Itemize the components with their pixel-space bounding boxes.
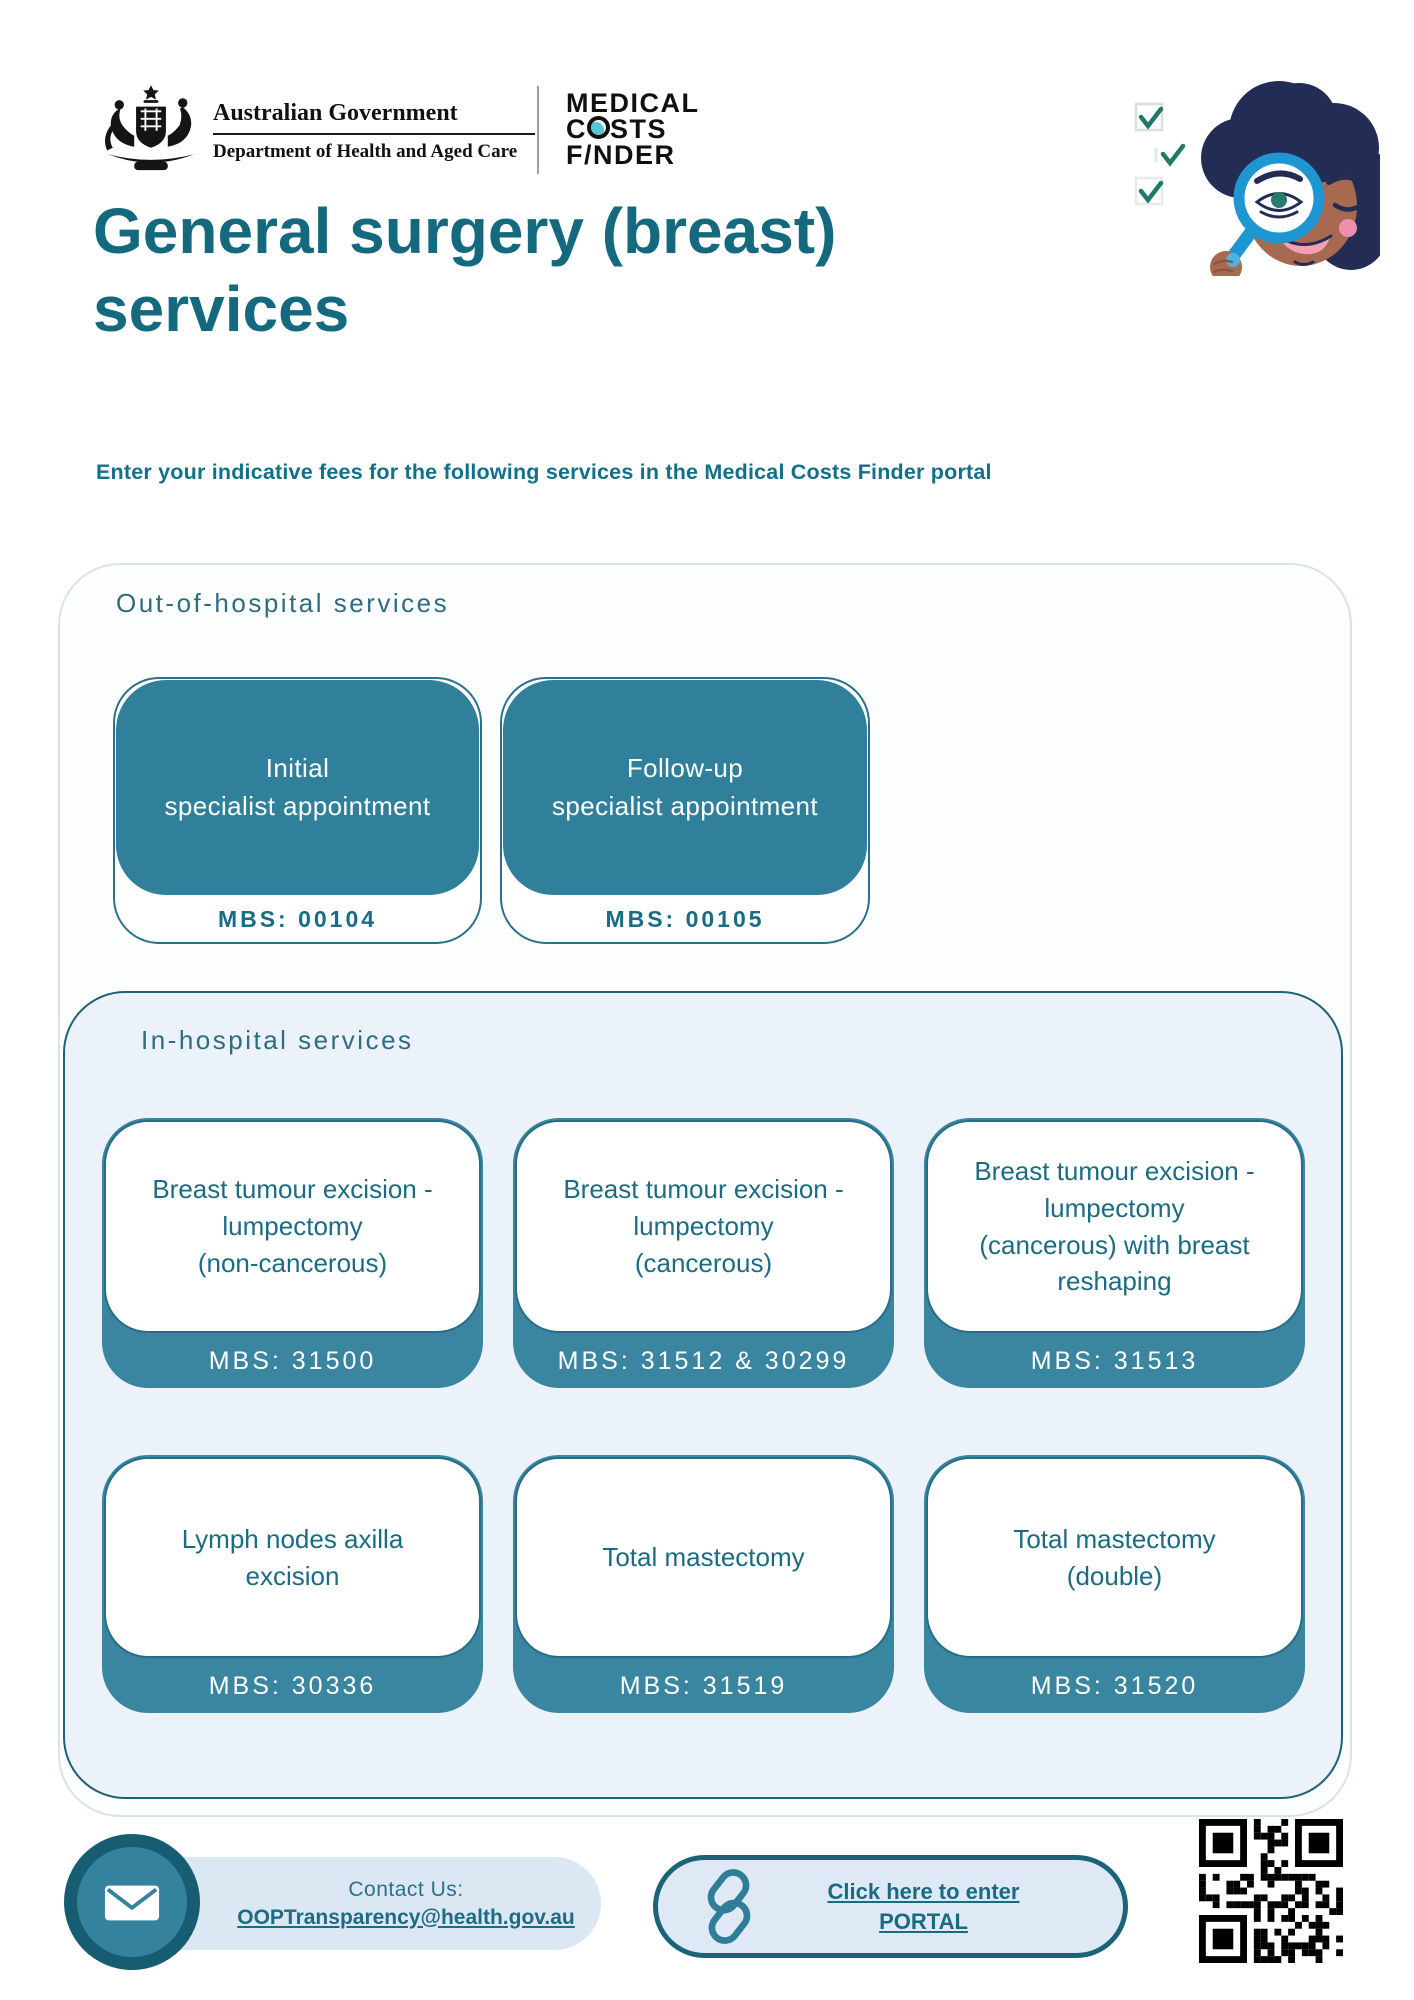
contact-pill: Contact Us: OOPTransparency@health.gov.a… — [131, 1857, 601, 1950]
service-name: Total mastectomy — [515, 1457, 892, 1658]
australian-coat-of-arms-icon — [105, 85, 194, 171]
logo-o-dot-icon — [587, 116, 610, 139]
service-card-lumpectomy-non-cancerous: Breast tumour excision - lumpectomy (non… — [102, 1118, 483, 1388]
service-card-lumpectomy-cancerous: Breast tumour excision - lumpectomy (can… — [513, 1118, 894, 1388]
in-hospital-heading: In-hospital services — [141, 1025, 414, 1055]
service-name: Breast tumour excision - lumpectomy (can… — [515, 1120, 892, 1333]
gov-department: Department of Health and Aged Care — [213, 141, 518, 162]
portal-link-line2[interactable]: PORTAL — [879, 1908, 968, 1934]
logo-divider — [537, 86, 539, 174]
mbs-code: MBS: 31520 — [1030, 1672, 1199, 1700]
government-logo-text: Australian Government Department of Heal… — [213, 100, 535, 163]
service-card-initial-appointment: Initial specialist appointment MBS: 0010… — [113, 677, 482, 944]
service-name: Initial specialist appointment — [116, 680, 479, 895]
woman-with-magnifying-glass-illustration — [1134, 81, 1380, 276]
portal-link-text[interactable]: Click here to enter PORTAL — [758, 1877, 1123, 1937]
out-of-hospital-heading: Out-of-hospital services — [116, 588, 450, 618]
service-name: Breast tumour excision - lumpectomy (non… — [104, 1120, 481, 1333]
service-card-follow-up-appointment: Follow-up specialist appointment MBS: 00… — [500, 677, 870, 944]
page-title: General surgery (breast) services — [93, 195, 837, 345]
service-card-total-mastectomy-double: Total mastectomy (double) MBS: 31520 — [924, 1455, 1305, 1713]
portal-link-line1[interactable]: Click here to enter — [827, 1878, 1020, 1904]
mbs-code: MBS: 30336 — [208, 1672, 377, 1700]
envelope-badge — [64, 1834, 200, 1970]
envelope-badge-inner — [77, 1847, 187, 1957]
qr-code — [1199, 1819, 1343, 1963]
service-card-lumpectomy-reshaping: Breast tumour excision - lumpectomy (can… — [924, 1118, 1305, 1388]
contact-label: Contact Us: — [348, 1877, 464, 1901]
service-name: Breast tumour excision - lumpectomy (can… — [926, 1120, 1303, 1333]
service-name: Total mastectomy (double) — [926, 1457, 1303, 1658]
mbs-code: MBS: 31519 — [619, 1672, 788, 1700]
page-subtitle: Enter your indicative fees for the follo… — [96, 460, 992, 484]
portal-button[interactable]: Click here to enter PORTAL — [653, 1855, 1128, 1958]
mbs-code: MBS: 31512 & 30299 — [557, 1347, 850, 1375]
gov-title: Australian Government — [213, 100, 458, 126]
contact-email-link[interactable]: OOPTransparency@health.gov.au — [237, 1905, 575, 1929]
service-name: Follow-up specialist appointment — [503, 680, 867, 895]
chain-link-icon — [707, 1868, 751, 1944]
service-name: Lymph nodes axilla excision — [104, 1457, 481, 1658]
mbs-code: MBS: 00105 — [605, 906, 765, 932]
mbs-code: MBS: 31500 — [208, 1347, 377, 1375]
service-card-lymph-nodes: Lymph nodes axilla excision MBS: 30336 — [102, 1455, 483, 1713]
gov-rule-divider — [213, 133, 535, 135]
mbs-code: MBS: 00104 — [217, 906, 378, 932]
mcf-line3: F/NDER — [566, 140, 676, 170]
mcf-line1: MEDICAL — [566, 88, 700, 118]
mbs-code: MBS: 31513 — [1030, 1347, 1199, 1375]
service-card-total-mastectomy: Total mastectomy MBS: 31519 — [513, 1455, 894, 1713]
envelope-icon — [104, 1885, 160, 1921]
